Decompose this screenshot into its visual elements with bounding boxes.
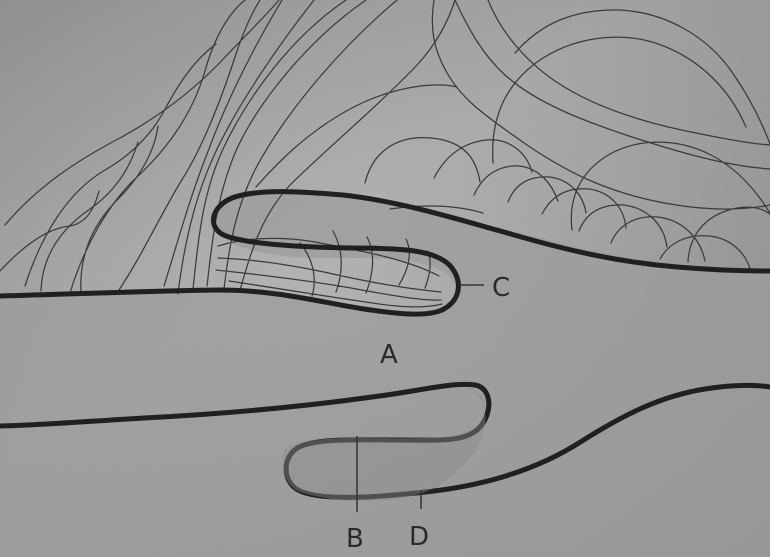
label-d: D — [409, 522, 429, 552]
label-c: C — [492, 273, 510, 303]
label-b: B — [346, 524, 364, 554]
label-a: A — [380, 340, 398, 370]
